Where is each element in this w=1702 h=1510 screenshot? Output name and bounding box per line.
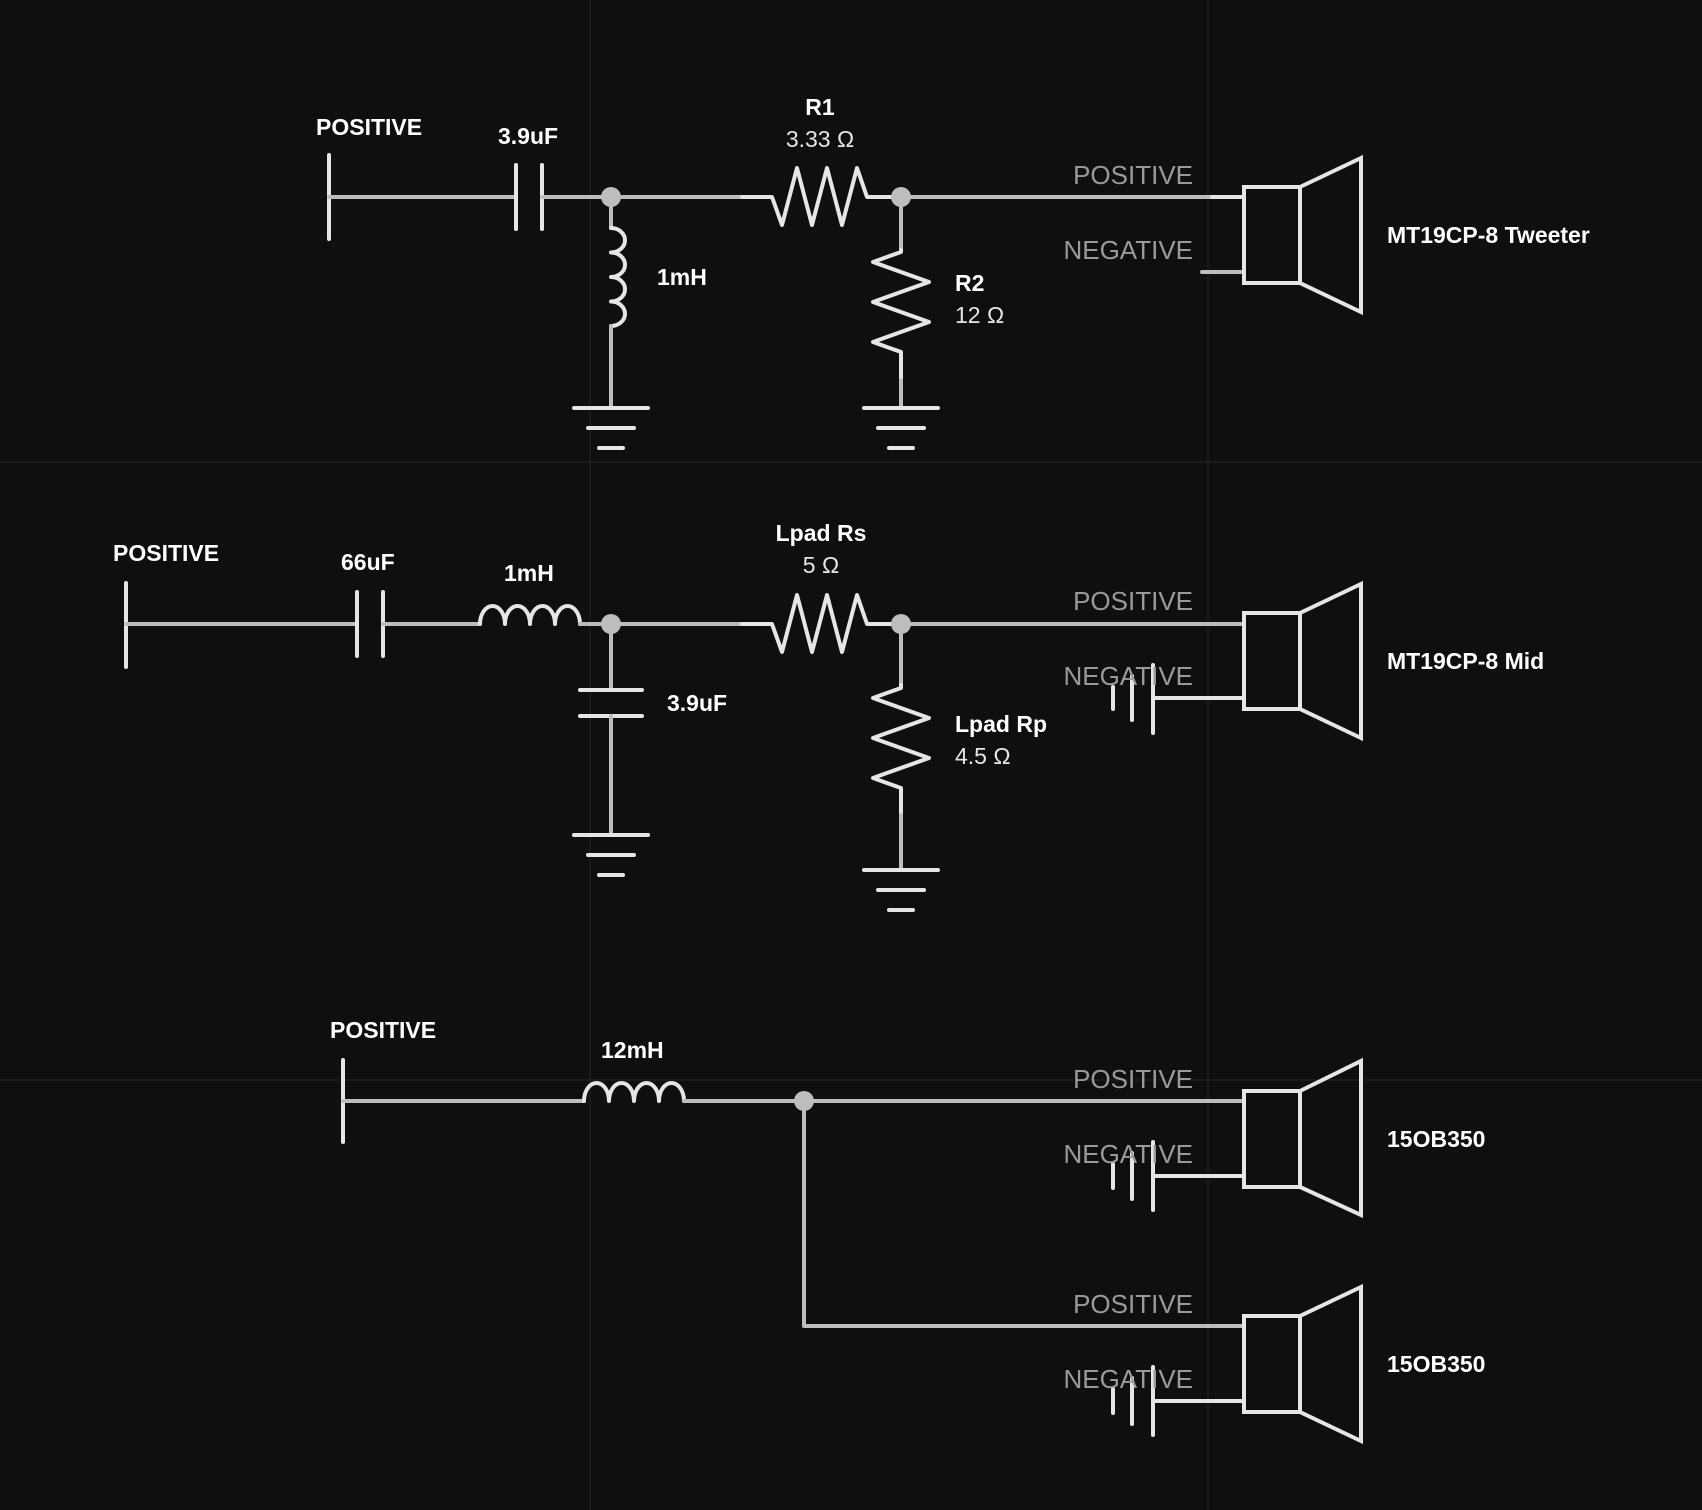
mid-shunt-capacitor[interactable] <box>578 688 644 718</box>
mid-lpad-rp-resistor[interactable] <box>871 683 931 817</box>
tweeter-r1-value: 3.33 Ω <box>786 126 854 152</box>
woofer-2-neg-label: NEGATIVE <box>1063 1364 1193 1394</box>
mid-speaker-icon[interactable] <box>1242 580 1363 742</box>
woofer-1-speaker-icon[interactable] <box>1242 1057 1363 1219</box>
mid-lpad-rs-value: 5 Ω <box>803 552 839 578</box>
tweeter-ground-2 <box>862 406 940 450</box>
woofer-2-negative-ground-icon <box>1111 1365 1246 1437</box>
mid-series-cap-label: 66uF <box>341 549 395 575</box>
mid-circuit <box>124 580 1363 912</box>
tweeter-speaker-name: MT19CP-8 Tweeter <box>1387 222 1590 248</box>
mid-lpad-rs-resistor[interactable] <box>740 593 902 654</box>
woofer-1-negative-ground-icon <box>1111 1140 1246 1212</box>
woofer-2-pos-label: POSITIVE <box>1073 1289 1193 1319</box>
tweeter-cap-label: 3.9uF <box>498 123 558 149</box>
tweeter-inductor-label: 1mH <box>657 264 707 290</box>
woofer-1-neg-label: NEGATIVE <box>1063 1139 1193 1169</box>
mid-series-inductor-label: 1mH <box>504 560 554 586</box>
woofer-1-speaker-name: 15OB350 <box>1387 1126 1485 1152</box>
tweeter-speaker-neg-label: NEGATIVE <box>1063 235 1193 265</box>
woofer-1-pos-label: POSITIVE <box>1073 1064 1193 1094</box>
tweeter-speaker-icon[interactable] <box>1242 154 1363 316</box>
tweeter-input-label: POSITIVE <box>316 114 422 140</box>
mid-speaker-name: MT19CP-8 Mid <box>1387 648 1544 674</box>
tweeter-r1-name: R1 <box>805 94 835 120</box>
mid-ground-2 <box>862 868 940 912</box>
mid-negative-ground-icon <box>1111 663 1246 735</box>
tweeter-ground-1 <box>572 406 650 450</box>
woofer-2-speaker-name: 15OB350 <box>1387 1351 1485 1377</box>
mid-lpad-rp-value: 4.5 Ω <box>955 743 1011 769</box>
mid-series-inductor[interactable] <box>478 604 582 626</box>
mid-lpad-rs-name: Lpad Rs <box>776 520 867 546</box>
woofer-2-speaker-icon[interactable] <box>1242 1283 1363 1445</box>
woofer-circuit <box>341 1057 1363 1445</box>
mid-speaker-pos-label: POSITIVE <box>1073 586 1193 616</box>
tweeter-r1-resistor[interactable] <box>740 166 902 227</box>
tweeter-r2-resistor[interactable] <box>871 248 931 382</box>
tweeter-r2-value: 12 Ω <box>955 302 1004 328</box>
woofer-inductor-label: 12mH <box>601 1037 664 1063</box>
tweeter-r2-name: R2 <box>955 270 984 296</box>
mid-ground-1 <box>572 833 650 877</box>
tweeter-speaker-pos-label: POSITIVE <box>1073 160 1193 190</box>
woofer-input-label: POSITIVE <box>330 1017 436 1043</box>
mid-speaker-neg-label: NEGATIVE <box>1063 661 1193 691</box>
mid-series-capacitor[interactable] <box>355 590 385 658</box>
tweeter-shunt-inductor[interactable] <box>609 226 627 328</box>
tweeter-circuit <box>327 153 1363 450</box>
tweeter-series-capacitor[interactable] <box>514 163 544 231</box>
mid-lpad-rp-name: Lpad Rp <box>955 711 1047 737</box>
mid-shunt-cap-label: 3.9uF <box>667 690 727 716</box>
woofer-series-inductor[interactable] <box>582 1081 686 1103</box>
mid-input-label: POSITIVE <box>113 540 219 566</box>
